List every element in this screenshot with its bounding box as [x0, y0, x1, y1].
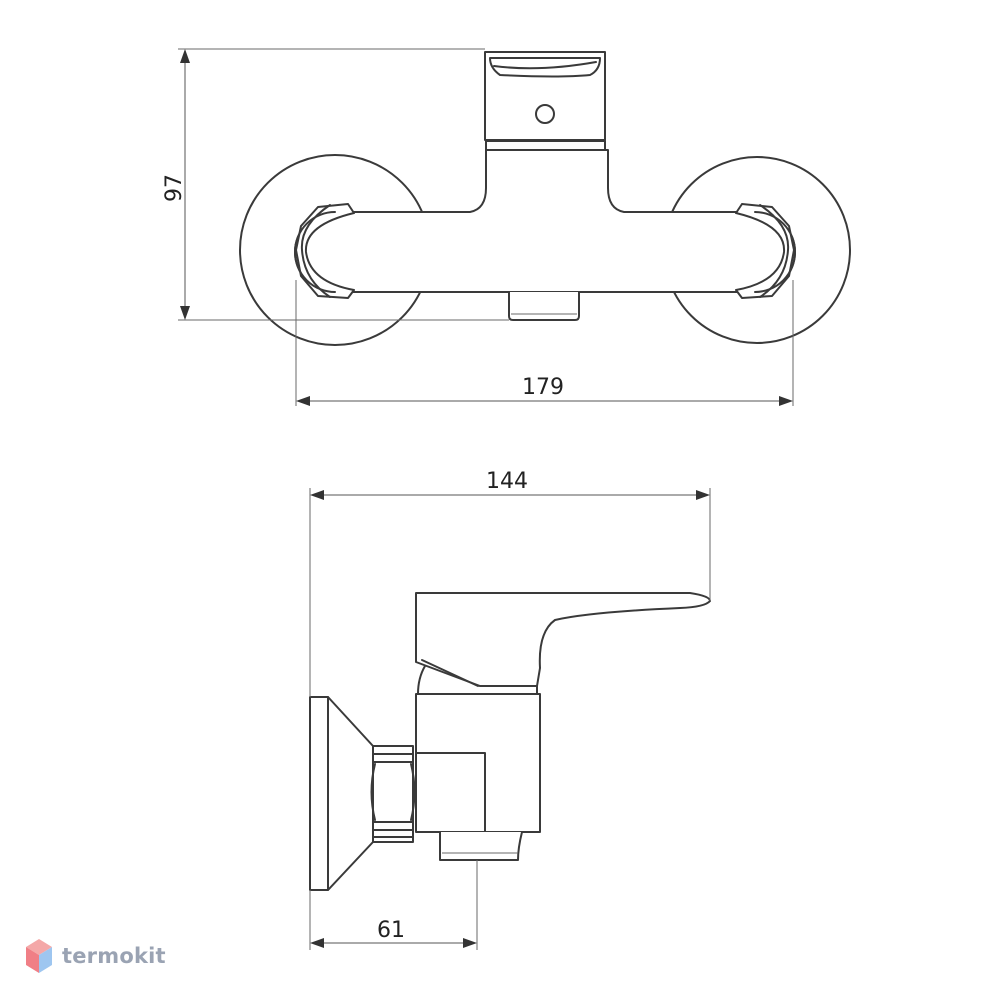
offset-dimension: 61 [377, 918, 405, 943]
side-hex-nut [372, 745, 414, 843]
side-view [309, 592, 711, 891]
lever-handle [484, 51, 606, 141]
front-dimensions: 97 179 [162, 48, 794, 406]
width-dimension: 179 [522, 375, 564, 400]
handle-collar [485, 140, 606, 151]
length-dimension: 144 [486, 469, 528, 494]
mixer-body [294, 149, 796, 293]
brand-logo: termokit [24, 936, 166, 976]
wall-plate [309, 696, 329, 891]
brand-name: termokit [62, 944, 166, 968]
side-body [415, 693, 541, 833]
hexagon-logo-icon [26, 939, 52, 973]
handle-indicator [535, 104, 555, 124]
left-hex-nut [295, 203, 355, 299]
height-dimension: 97 [162, 174, 187, 202]
side-outlet [439, 831, 523, 861]
side-dimensions: 144 61 [309, 469, 711, 950]
front-view [239, 51, 851, 346]
front-outlet [508, 292, 580, 321]
right-hex-nut [735, 203, 795, 299]
escutcheon [327, 696, 374, 891]
side-lever [415, 592, 711, 687]
